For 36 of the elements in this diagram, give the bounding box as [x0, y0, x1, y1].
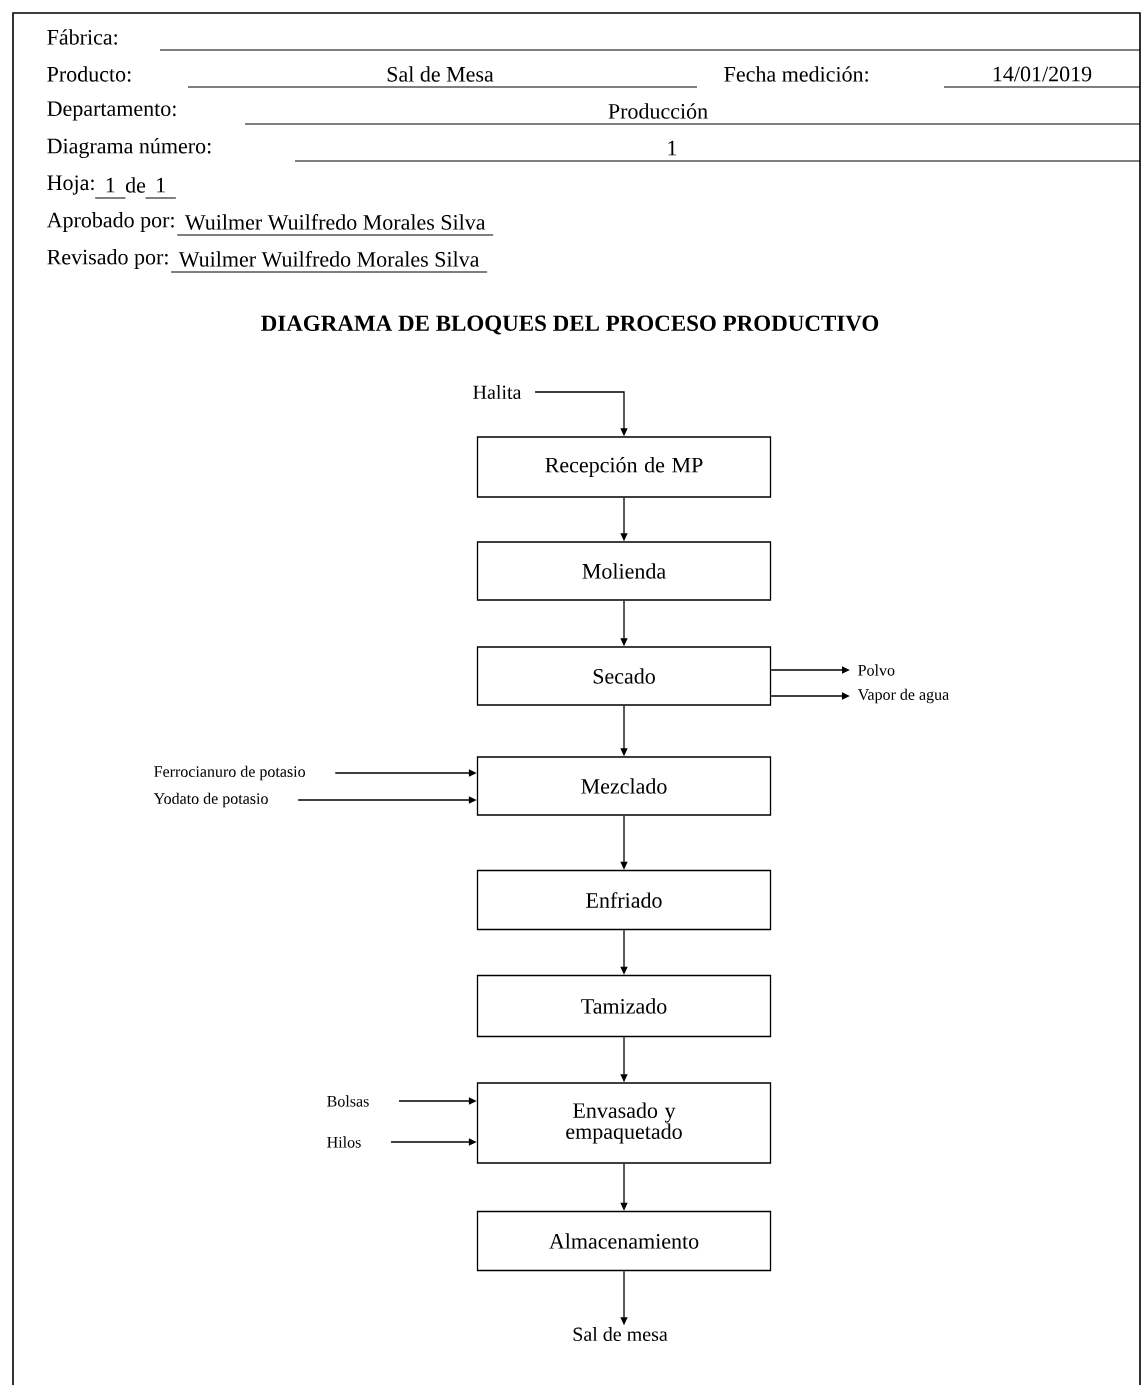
field-label: Fecha medición:	[724, 66, 868, 82]
input-label: Hilos	[327, 1136, 361, 1148]
diagram-title: DIAGRAMA DE BLOQUES DEL PROCESO PRODUCTIVO	[261, 315, 879, 335]
process-box: Molienda	[476, 541, 772, 601]
field-label: Diagrama número:	[47, 138, 211, 159]
field-label: Aprobado por:	[46, 212, 174, 232]
field-label: Producto:	[47, 66, 131, 82]
field-label: Hoja:	[47, 175, 94, 195]
field-value: 1	[106, 177, 115, 193]
field-value: 1	[668, 140, 677, 156]
flow-label: Sal de mesa	[573, 1327, 668, 1342]
field-value: de	[125, 177, 146, 193]
field-value: Wuilmer Wuilfredo Morales Silva	[184, 214, 486, 230]
field-label: Fábrica:	[47, 29, 117, 45]
process-box: Mezclado	[476, 756, 772, 816]
process-box: Recepción de MP	[476, 436, 772, 498]
input-label: Ferrocianuro de potasio	[154, 765, 305, 781]
field-value: 1	[157, 177, 165, 193]
field-value: Wuilmer Wuilfredo Morales Silva	[178, 251, 480, 267]
arrow	[770, 692, 850, 700]
field-label: Departamento:	[47, 101, 176, 121]
process-box: Enfriado	[476, 869, 772, 931]
process-box: Almacenamiento	[476, 1210, 772, 1272]
field-label: Revisado por:	[47, 249, 168, 269]
input-label: Polvo	[858, 664, 895, 676]
field-value: 14/01/2019	[993, 66, 1092, 82]
input-label: Vapor de agua	[857, 688, 949, 704]
process-box: Secado	[476, 646, 772, 706]
flow-label: Halita	[473, 384, 522, 400]
input-label: Yodato de potasio	[153, 792, 268, 808]
field-value: Sal de Mesa	[387, 66, 494, 82]
process-box: Envasado y empaquetado	[476, 1082, 772, 1164]
input-label: Bolsas	[327, 1095, 369, 1107]
field-value: Producción	[608, 103, 708, 119]
process-box: Tamizado	[476, 974, 772, 1038]
arrow	[770, 666, 850, 674]
